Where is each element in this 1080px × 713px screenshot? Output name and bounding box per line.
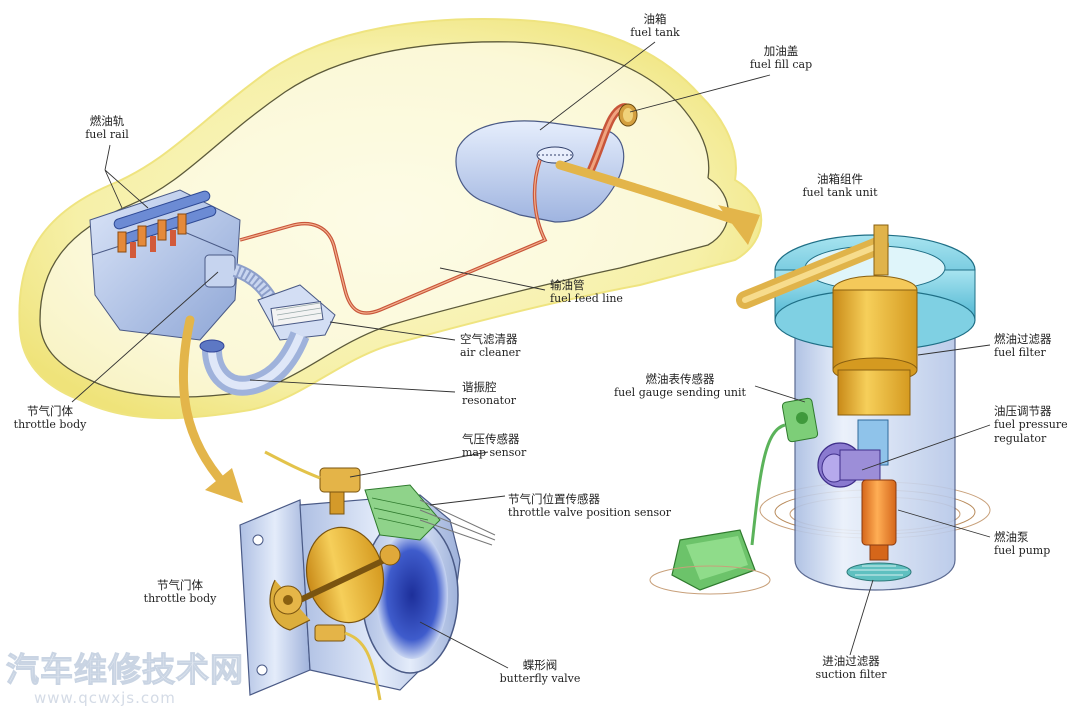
- label-air-cleaner: 空气滤清器 air cleaner: [460, 332, 560, 360]
- label-fgsu-zh: 燃油表传感器: [645, 372, 715, 386]
- label-butterfly-valve-zh: 蝶形阀: [522, 658, 558, 672]
- label-tps-zh: 节气门位置传感器: [508, 492, 600, 506]
- label-fuel-rail: 燃油轨 fuel rail: [72, 114, 142, 142]
- label-fuel-tank-zh: 油箱: [643, 12, 667, 26]
- label-butterfly-valve: 蝶形阀 butterfly valve: [490, 658, 590, 686]
- label-fuel-tank-en: fuel tank: [630, 26, 680, 39]
- label-fpr-zh: 油压调节器: [994, 404, 1052, 418]
- label-fuel-filter: 燃油过滤器 fuel filter: [994, 332, 1080, 360]
- label-air-cleaner-zh: 空气滤清器: [460, 332, 518, 346]
- label-tps-en: throttle valve position sensor: [508, 506, 671, 519]
- label-fuel-tank: 油箱 fuel tank: [620, 12, 690, 40]
- label-fuel-fill-cap-zh: 加油盖: [763, 44, 799, 58]
- label-fgsu-en: fuel gauge sending unit: [614, 386, 746, 399]
- label-suction-filter-en: suction filter: [815, 668, 887, 681]
- label-fpr-en: fuel pressure regulator: [994, 418, 1068, 445]
- label-throttle-body-detail: 节气门体 throttle body: [138, 578, 222, 606]
- label-fuel-filter-en: fuel filter: [994, 346, 1046, 359]
- watermark: 汽车维修技术网 www.qcwxjs.com: [6, 650, 286, 707]
- label-throttle-valve-position-sensor: 节气门位置传感器 throttle valve position sensor: [508, 492, 708, 520]
- label-map-sensor-zh: 气压传感器: [462, 432, 520, 446]
- label-fuel-tank-unit: 油箱组件 fuel tank unit: [790, 172, 890, 200]
- label-resonator-en: resonator: [462, 394, 516, 407]
- label-map-sensor-en: map sensor: [462, 446, 527, 459]
- engine-illustration: [89, 189, 336, 396]
- label-fuel-gauge-sending-unit: 燃油表传感器 fuel gauge sending unit: [600, 372, 760, 400]
- label-throttle-body-top-en: throttle body: [13, 418, 87, 431]
- label-fuel-pressure-regulator: 油压调节器 fuel pressure regulator: [994, 404, 1080, 446]
- label-fuel-fill-cap: 加油盖 fuel fill cap: [736, 44, 826, 72]
- label-fuel-feed-line-en: fuel feed line: [550, 292, 623, 305]
- label-fuel-tank-unit-en: fuel tank unit: [802, 186, 878, 199]
- label-fuel-fill-cap-en: fuel fill cap: [749, 58, 813, 71]
- label-throttle-body-top-zh: 节气门体: [27, 404, 73, 418]
- label-suction-filter: 进油过滤器 suction filter: [806, 654, 896, 682]
- watermark-url: www.qcwxjs.com: [34, 689, 176, 707]
- label-throttle-body-detail-en: throttle body: [143, 592, 217, 605]
- label-fuel-pump-zh: 燃油泵: [994, 530, 1029, 544]
- label-throttle-body-detail-zh: 节气门体: [157, 578, 203, 592]
- label-map-sensor: 气压传感器 map sensor: [462, 432, 562, 460]
- leader-lines: [71, 41, 991, 669]
- fuel-tank-unit-detail: [649, 224, 991, 595]
- label-fuel-pump-en: fuel pump: [994, 544, 1051, 557]
- label-fuel-rail-en: fuel rail: [85, 128, 129, 141]
- label-resonator-zh: 谐振腔: [462, 380, 497, 394]
- label-fuel-filter-zh: 燃油过滤器: [994, 332, 1052, 346]
- fuel-tank-illustration: [455, 103, 638, 223]
- label-fuel-tank-unit-zh: 油箱组件: [817, 172, 863, 186]
- label-fuel-feed-line-zh: 输油管: [550, 278, 585, 292]
- watermark-title: 汽车维修技术网: [6, 650, 244, 690]
- label-suction-filter-zh: 进油过滤器: [822, 654, 880, 668]
- label-fuel-pump: 燃油泵 fuel pump: [994, 530, 1080, 558]
- label-fuel-rail-zh: 燃油轨: [89, 114, 125, 128]
- label-butterfly-valve-en: butterfly valve: [499, 672, 581, 685]
- label-fuel-feed-line: 输油管 fuel feed line: [550, 278, 650, 306]
- label-air-cleaner-en: air cleaner: [460, 346, 521, 359]
- label-throttle-body-top: 节气门体 throttle body: [8, 404, 92, 432]
- label-resonator: 谐振腔 resonator: [462, 380, 562, 408]
